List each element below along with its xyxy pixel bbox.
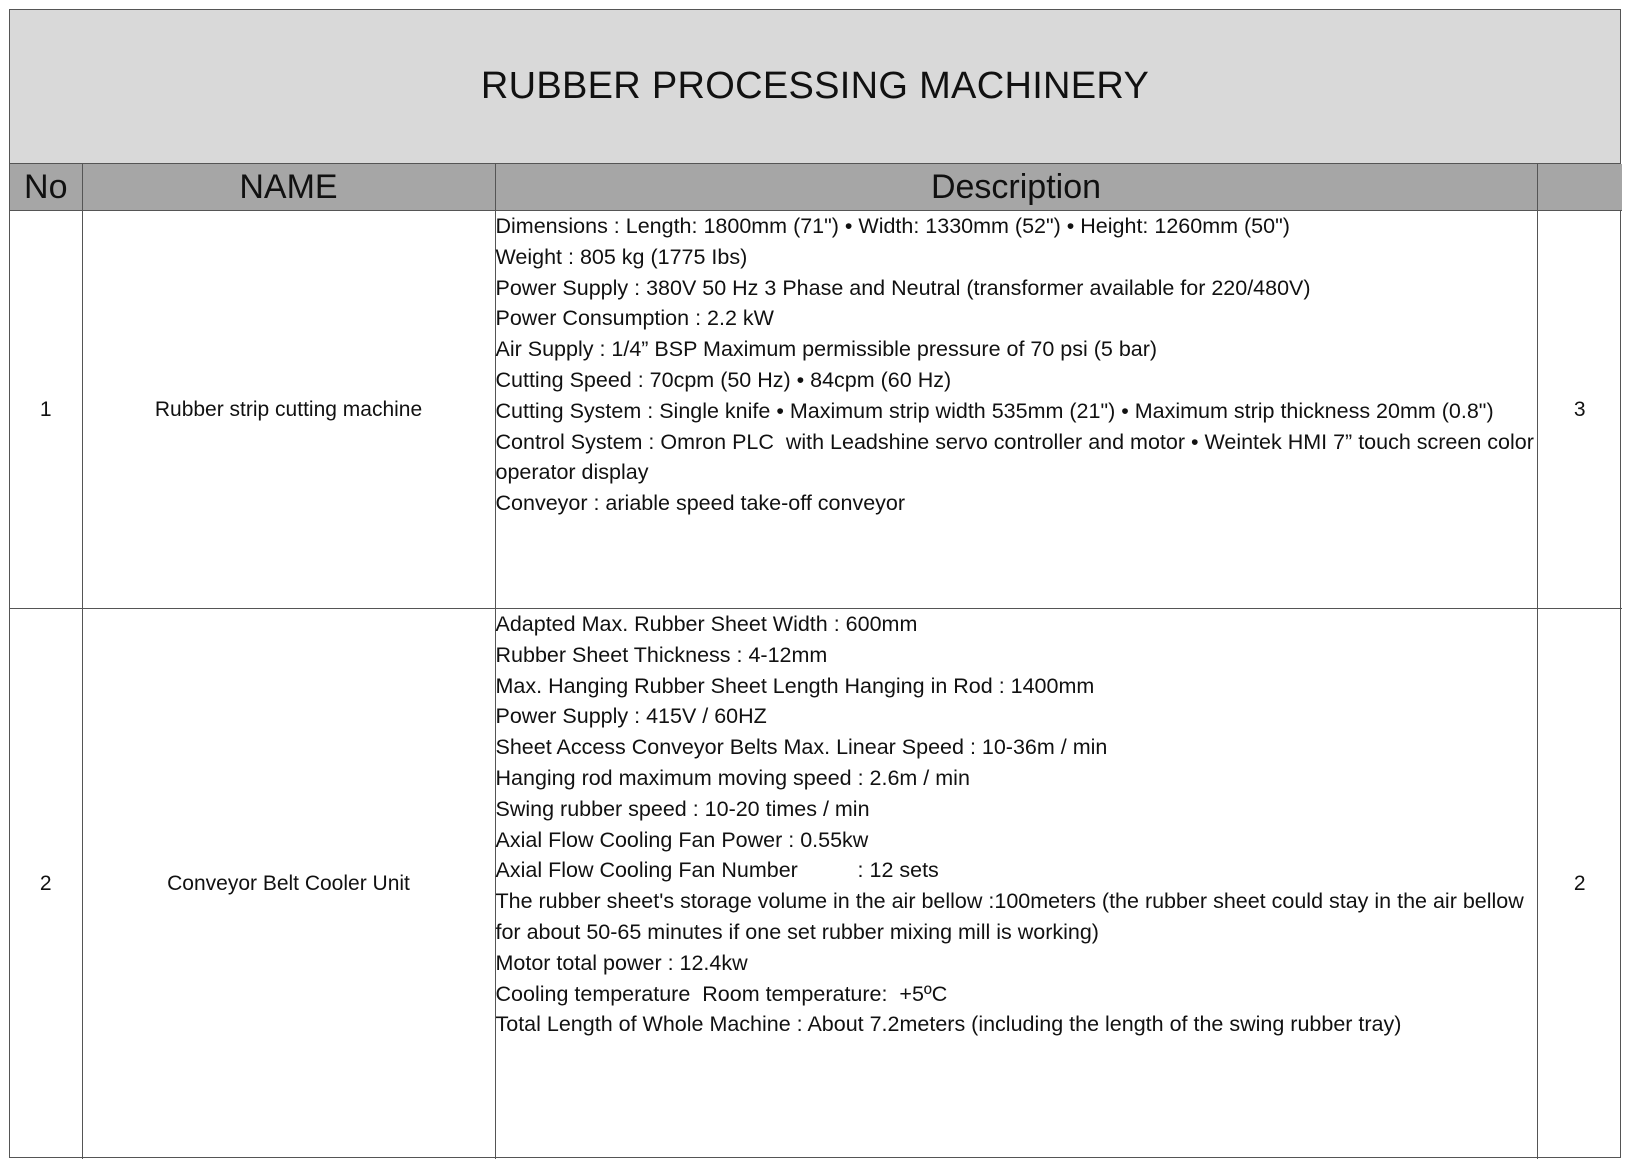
title-bar: RUBBER PROCESSING MACHINERY (10, 10, 1620, 164)
machine-quantity: 3 (1536, 210, 1622, 609)
description-line: Sheet Access Conveyor Belts Max. Linear … (495, 735, 1108, 760)
spec-sheet: RUBBER PROCESSING MACHINERY No NAME Desc… (9, 9, 1622, 1159)
description-line: Hanging rod maximum moving speed : 2.6m … (495, 765, 970, 790)
description-line: Conveyor : ariable speed take-off convey… (495, 491, 906, 516)
machine-name: Rubber strip cutting machine (81, 210, 496, 609)
description-line: Motor total power : 12.4kw (495, 950, 748, 975)
row-number: 1 (10, 210, 83, 609)
header-row: No NAME Description (10, 164, 1622, 211)
description-line: Cutting Speed : 70cpm (50 Hz) • 84cpm (6… (495, 367, 952, 392)
description-line: Weight : 805 kg (1775 Ibs) (495, 244, 748, 269)
description-line: Swing rubber speed : 10-20 times / min (495, 796, 870, 821)
description-line: Axial Flow Cooling Fan Number : 12 sets (495, 858, 939, 883)
column-header-description: Description (494, 164, 1538, 211)
description-line: Cutting System : Single knife • Maximum … (495, 398, 1494, 423)
machine-quantity: 2 (1536, 608, 1622, 1159)
description-line: Adapted Max. Rubber Sheet Width : 600mm (495, 612, 918, 636)
description-line: Control System : Omron PLC with Leadshin… (495, 429, 1540, 485)
description-line: Dimensions : Length: 1800mm (71") • Widt… (495, 214, 1290, 238)
description-line: Axial Flow Cooling Fan Power : 0.55kw (495, 827, 869, 852)
table-row: 2 Conveyor Belt Cooler Unit Adapted Max.… (10, 608, 1622, 1159)
description-line: Cooling temperature Room temperature: +5… (495, 981, 948, 1006)
description-line: Power Consumption : 2.2 kW (495, 306, 774, 331)
column-header-no: No (10, 164, 83, 211)
table-row: 1 Rubber strip cutting machine Dimension… (10, 210, 1622, 609)
machine-description: Dimensions : Length: 1800mm (71") • Widt… (494, 210, 1540, 609)
column-header-name: NAME (81, 164, 496, 211)
page-title: RUBBER PROCESSING MACHINERY (480, 65, 1150, 107)
description-line: Air Supply : 1/4” BSP Maximum permissibl… (495, 337, 1158, 362)
machine-name: Conveyor Belt Cooler Unit (81, 608, 496, 1159)
machinery-table: No NAME Description 1 Rubber strip cutti… (10, 164, 1622, 1159)
description-line: Total Length of Whole Machine : About 7.… (495, 1012, 1402, 1037)
description-line: Rubber Sheet Thickness : 4-12mm (495, 642, 828, 667)
column-header-qty (1536, 164, 1622, 211)
description-line: Power Supply : 380V 50 Hz 3 Phase and Ne… (495, 275, 1311, 300)
description-line: Power Supply : 415V / 60HZ (495, 704, 767, 729)
row-number: 2 (10, 608, 83, 1159)
description-line: The rubber sheet's storage volume in the… (495, 889, 1530, 944)
description-line: Max. Hanging Rubber Sheet Length Hanging… (495, 673, 1095, 698)
machine-description: Adapted Max. Rubber Sheet Width : 600mm … (494, 608, 1538, 1159)
